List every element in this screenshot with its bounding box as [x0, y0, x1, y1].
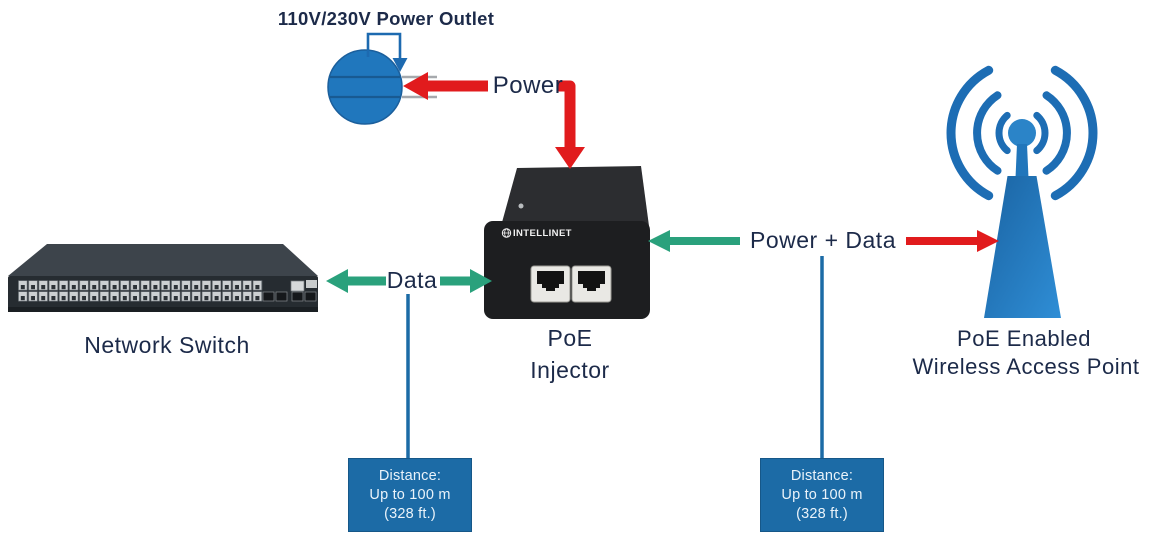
- injector-label-line1: PoE: [547, 325, 593, 351]
- distance-left-line2: Up to 100 m: [369, 487, 451, 503]
- power-data-arrow: [648, 230, 999, 252]
- globe-icon: [501, 228, 512, 238]
- access-point-icon: [946, 65, 1098, 318]
- power-data-arrow-label: Power + Data: [750, 227, 896, 253]
- power-outlet-icon: [327, 32, 437, 125]
- data-arrow-label: Data: [386, 267, 438, 293]
- power-arrow: [403, 72, 585, 169]
- plug-cable-outline: [366, 32, 402, 59]
- poe-injector-icon: [484, 166, 650, 319]
- distance-left-line3: (328 ft.): [384, 506, 436, 522]
- distance-right-line1: Distance:: [790, 468, 854, 484]
- injector-brand-label: INTELLINET: [513, 227, 572, 239]
- distance-box-right: Distance: Up to 100 m (328 ft.): [760, 458, 884, 532]
- access-point-label-line2: Wireless Access Point: [912, 354, 1140, 379]
- distance-box-left: Distance: Up to 100 m (328 ft.): [348, 458, 472, 532]
- injector-label-line2: Injector: [530, 357, 610, 383]
- distance-left-line1: Distance:: [378, 468, 442, 484]
- rj45-port: [530, 265, 571, 303]
- network-switch-label: Network Switch: [84, 332, 250, 358]
- distance-right-line2: Up to 100 m: [781, 487, 863, 503]
- outlet-title: 110V/230V Power Outlet: [277, 8, 495, 29]
- plug-arrowhead-icon: [392, 58, 408, 72]
- rj45-port: [571, 265, 612, 303]
- distance-right-line3: (328 ft.): [796, 506, 848, 522]
- access-point-label-line1: PoE Enabled: [957, 326, 1091, 351]
- network-switch-icon: [8, 244, 318, 312]
- power-arrow-label: Power: [492, 72, 564, 99]
- data-arrow: [326, 269, 492, 293]
- wifi-waves-icon: [946, 65, 1098, 201]
